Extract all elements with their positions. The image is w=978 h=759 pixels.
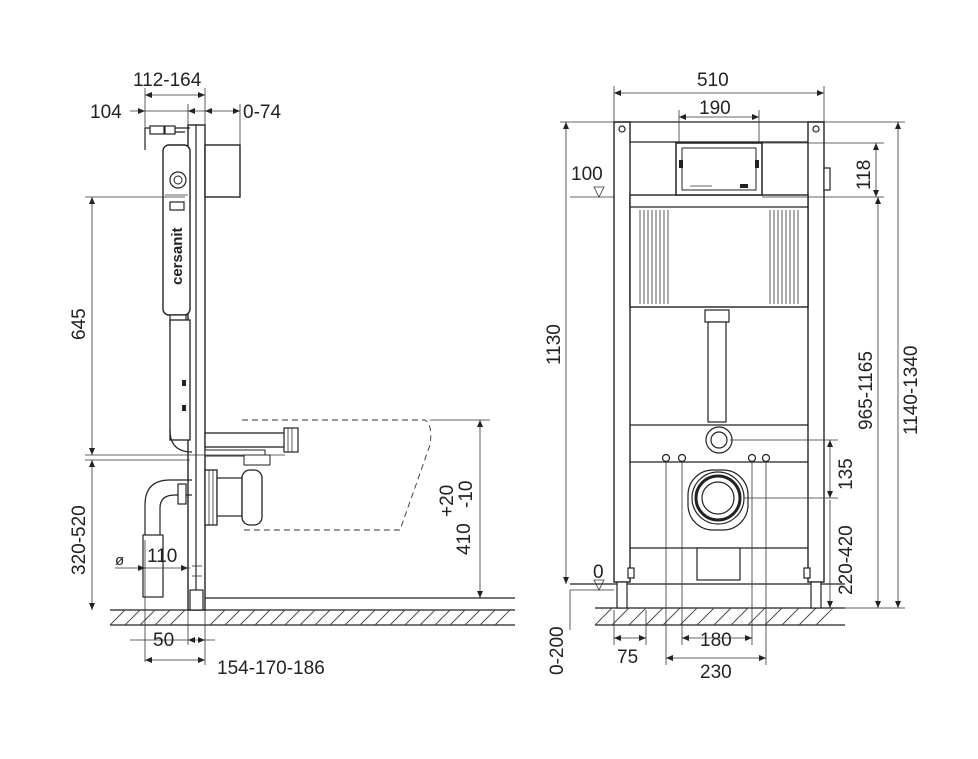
dim-height-965: 965-1165: [856, 351, 877, 430]
dim-bowl-410: 410: [454, 523, 475, 555]
side-flush-pipe: [169, 319, 193, 453]
side-view: cersanit: [69, 70, 515, 679]
side-flush-plate: [204, 144, 241, 198]
front-drain: [687, 469, 749, 531]
dim-width-190: 190: [699, 98, 731, 119]
front-dimension-lines: [560, 86, 905, 665]
dim-pipe-110: 110: [147, 546, 177, 567]
front-view: 510 190 100 118 1130 965-1165 1140-1340 …: [544, 70, 922, 683]
dim-top-left: 104: [90, 102, 122, 123]
dim-top-range: 112-164: [133, 70, 202, 91]
front-flush-pipe: [704, 309, 730, 423]
front-cistern-ribs-right: [769, 210, 799, 304]
dim-bottom-230: 230: [700, 662, 732, 683]
dim-bowl-tol-plus: +20: [437, 485, 458, 517]
side-floor: [109, 597, 515, 626]
dim-height-118: 118: [854, 160, 875, 190]
dim-height-135: 135: [836, 458, 857, 490]
side-drain: [142, 454, 271, 598]
dim-bottom-75: 75: [617, 647, 638, 668]
dim-height-1130: 1130: [544, 324, 565, 365]
dim-bottom-154: 154-170-186: [217, 658, 325, 679]
front-cistern: [629, 194, 809, 308]
dim-height-220: 220-420: [836, 525, 857, 595]
dim-level-0: 0: [593, 562, 604, 583]
dim-pipe-symbol: ø: [115, 552, 124, 569]
front-floor: [570, 583, 845, 626]
dim-bottom-0-200: 0-200: [547, 626, 568, 675]
dim-bottom-180: 180: [700, 630, 732, 651]
front-frame: [613, 121, 831, 609]
dim-bowl-tol-minus: -10: [456, 481, 477, 508]
dim-height-320-520: 320-520: [69, 505, 90, 575]
side-bowl-outline: [242, 419, 432, 531]
side-floor-hatch: [109, 609, 511, 626]
front-cistern-ribs-left: [639, 210, 669, 304]
side-flush-connection: [204, 427, 299, 457]
front-floor-hatch: [594, 607, 834, 626]
side-top-bracket: [144, 125, 190, 150]
brand-text: cersanit: [169, 227, 186, 285]
front-flush-plate: [675, 142, 763, 196]
side-cistern: cersanit: [162, 144, 191, 326]
side-frame: [187, 124, 206, 611]
dim-bottom-50: 50: [153, 630, 174, 651]
dim-height-645: 645: [69, 308, 90, 340]
dim-width-510: 510: [697, 70, 729, 91]
dim-top-right: 0-74: [243, 102, 281, 123]
dim-level-100: 100: [571, 164, 603, 185]
dim-height-1140: 1140-1340: [901, 346, 922, 435]
side-dimension-lines: [85, 88, 490, 665]
front-lower-section: [630, 424, 808, 581]
